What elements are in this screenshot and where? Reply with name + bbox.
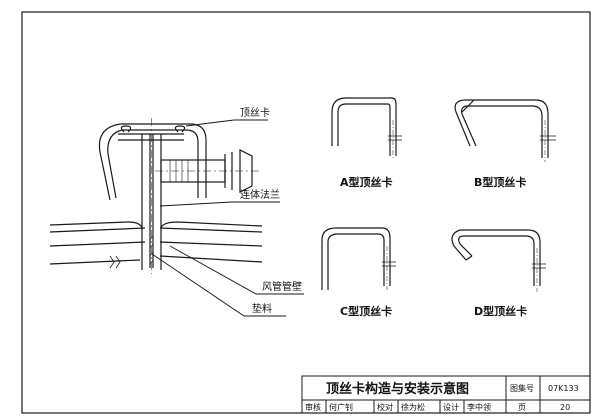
page-label: 页	[518, 403, 526, 412]
callout-duct-wall: 风管管壁	[262, 280, 302, 293]
clip-inner	[107, 129, 199, 199]
variant-caption-b: B型顶丝卡	[474, 175, 526, 189]
check-name: 徐为松	[401, 402, 425, 412]
design-label: 设计	[443, 402, 459, 412]
leader-lines	[151, 119, 304, 317]
flange-plate	[141, 134, 162, 270]
leader-clip	[185, 119, 268, 127]
break-line	[109, 255, 121, 269]
variant-b-shape	[454, 99, 556, 162]
atlas-number: 07K133	[548, 384, 579, 393]
flange-curve-right	[160, 221, 263, 229]
review-label: 审核	[305, 402, 321, 412]
variant-caption-d: D型顶丝卡	[474, 304, 527, 318]
leader-duct-wall	[169, 245, 304, 295]
atlas-label: 图集号	[510, 383, 534, 393]
assembly-drawing	[49, 118, 263, 274]
page-number: 20	[560, 403, 570, 412]
variant-d-shape	[451, 229, 546, 292]
drawing-title: 顶丝卡构造与安装示意图	[326, 381, 469, 397]
duct-wall-right	[159, 227, 263, 263]
check-label: 校对	[377, 402, 393, 412]
review-name: 何广钊	[329, 402, 353, 412]
title-block	[301, 375, 591, 414]
duct-wall-left	[49, 227, 146, 265]
callout-gasket: 垫料	[252, 302, 272, 315]
callout-clip: 顶丝卡	[240, 106, 270, 119]
leader-gasket	[151, 253, 286, 317]
sheet-border	[21, 11, 591, 414]
flange-top	[118, 133, 184, 141]
variant-caption-a: A型顶丝卡	[340, 175, 393, 189]
variant-a-shape	[331, 97, 402, 160]
design-name: 李中领	[467, 402, 491, 412]
callout-flange: 连体法兰	[240, 188, 280, 201]
clip-body	[98, 123, 207, 201]
clip-coils	[120, 125, 186, 133]
variant-c-shape	[321, 227, 396, 290]
leader-flange	[159, 201, 280, 207]
flange-curve-left	[49, 221, 143, 229]
variant-caption-c: C型顶丝卡	[340, 304, 392, 318]
